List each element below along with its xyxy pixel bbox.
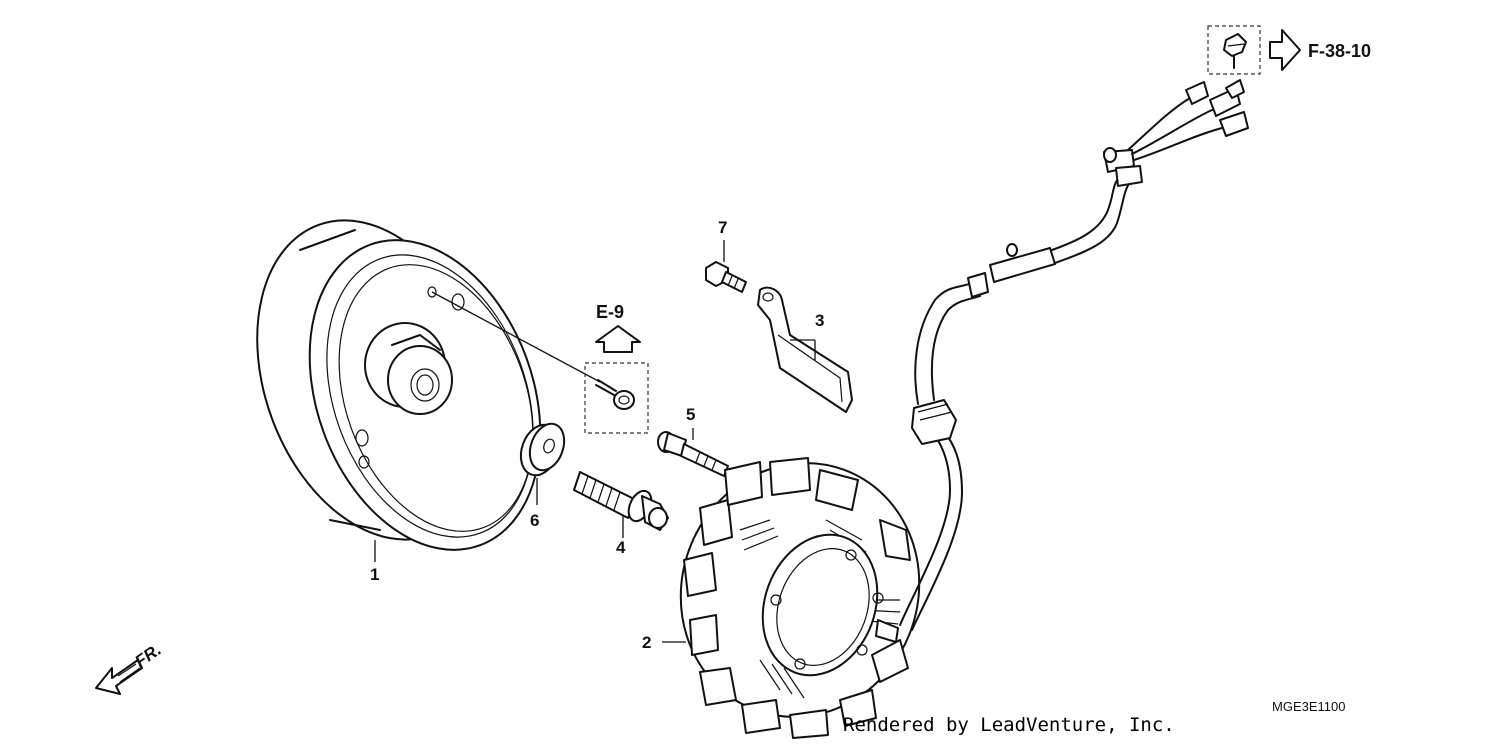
part-number-5: 5 [686,405,695,424]
flange-bolt-part[interactable] [573,471,669,538]
part-number-6: 6 [530,511,539,530]
f38-10-reference[interactable]: F-38-10 [1207,25,1371,75]
right-arrow-icon [1269,29,1301,71]
e9-reference[interactable]: E-9 [584,302,649,434]
front-arrow-icon [95,659,143,695]
part-number-4: 4 [616,538,626,557]
wire-clamp-part[interactable] [757,286,853,413]
part-number-1: 1 [370,565,379,584]
diagram-code: MGE3E1100 [1272,699,1345,714]
front-direction-indicator: FR. [95,640,165,695]
part-number-2: 2 [642,633,651,652]
flywheel-part[interactable] [215,187,601,582]
stator-part[interactable] [645,429,954,748]
small-bolt-part[interactable] [705,240,747,293]
connector-clip-icon [1223,33,1247,69]
part-number-3: 3 [815,311,824,330]
washer-part[interactable] [514,419,570,505]
credit-text: Rendered by LeadVenture, Inc. [843,714,1175,736]
socket-bolt-part[interactable] [657,428,729,477]
up-arrow-icon [595,325,641,353]
wiring-harness [899,79,1249,631]
e9-reference-label: E-9 [596,302,624,322]
f38-10-reference-label: F-38-10 [1308,41,1371,61]
part-number-7: 7 [718,218,727,237]
small-screw-icon [595,379,635,410]
